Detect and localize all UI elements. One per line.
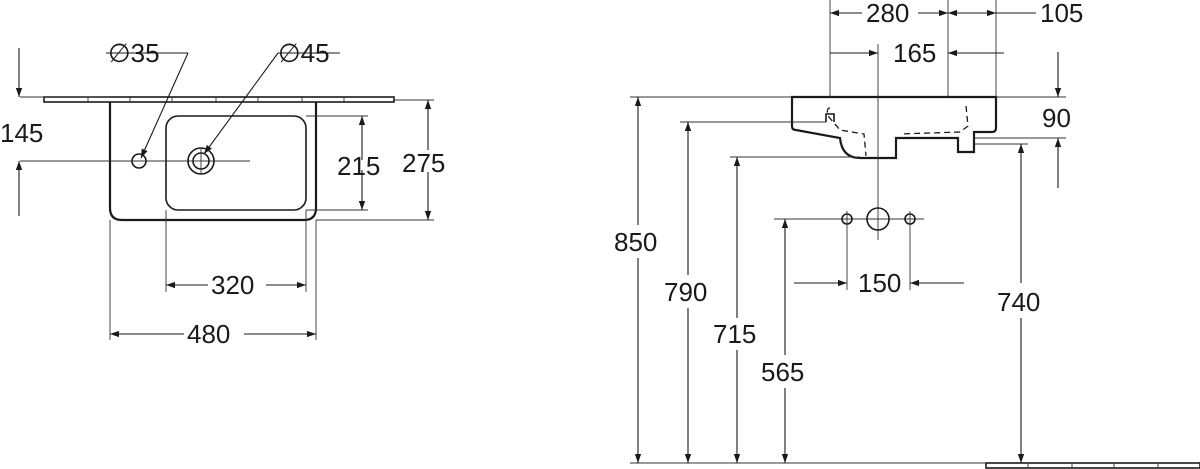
basin-outline [108,102,318,222]
dim-320-label: 320 [211,270,254,300]
dim-565-label: 565 [761,357,804,387]
dim-740: 740 [997,144,1040,463]
dim-105: 105 [948,0,1083,28]
dim-480: 480 [109,220,317,349]
dim-740-label: 740 [997,287,1040,317]
dim-320: 320 [165,210,307,300]
dim-150: 150 [794,268,964,298]
dim-145-label: 145 [0,118,43,148]
dim-150-label: 150 [858,268,901,298]
dim-715: 715 [713,157,756,463]
bowl-hidden-line [826,105,969,157]
dim-480-label: 480 [187,319,230,349]
dim-275-label: 275 [402,148,445,178]
dim-215-label: 215 [337,151,380,181]
dim-790: 790 [664,122,707,463]
dim-90: 90 [974,52,1071,188]
dim-850: 850 [614,97,657,463]
floor-strip [985,462,1200,469]
dim-280-label: 280 [866,0,909,28]
side-view: 280 105 165 90 850 [614,0,1200,469]
supply-connections [834,207,924,290]
dim-165-label: 165 [893,38,936,68]
dim-90-label: 90 [1042,103,1071,133]
wall-strip [43,96,395,103]
dim-790-label: 790 [664,277,707,307]
tap-hole [187,147,215,175]
dim-850-label: 850 [614,227,657,257]
hole-35-label: ∅35 [108,38,160,68]
basin-side-outline [790,95,998,160]
dim-275: 275 [316,99,445,221]
tap-stub [825,113,835,122]
hole-45-label: ∅45 [278,38,330,68]
dim-215: 215 [306,115,380,211]
dim-165: 165 [830,38,1004,68]
overflow-hole [131,153,147,169]
dim-565: 565 [761,218,846,463]
bowl-outline [165,115,307,211]
dim-105-label: 105 [1040,0,1083,28]
dim-280: 280 [830,0,948,28]
dim-715-label: 715 [713,319,756,349]
plan-view: ∅35 ∅45 145 215 275 [0,38,445,349]
dim-145: 145 [0,48,110,216]
